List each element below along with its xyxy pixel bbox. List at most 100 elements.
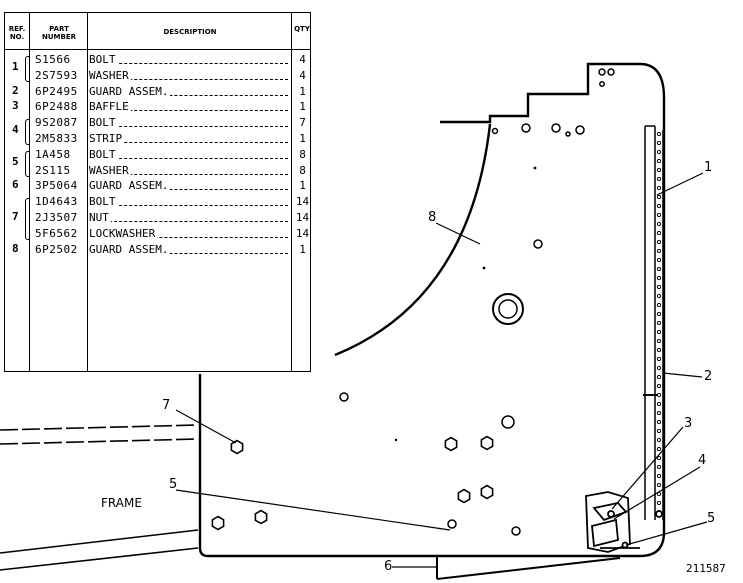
strip-hole [656, 176, 662, 182]
strip-hole [656, 356, 662, 362]
callout-7: 7 [162, 398, 171, 413]
strip-hole [656, 482, 662, 488]
description-text: GUARD ASSEM. [89, 84, 171, 98]
strip-hole [656, 257, 662, 263]
strip-hole [656, 167, 662, 173]
strip-hole [656, 392, 662, 398]
leader-dots [89, 110, 288, 112]
part-number: 2S115 [35, 163, 71, 177]
ref-number: 6 [12, 178, 19, 192]
ref-number: 1 [12, 59, 19, 73]
description-text: BOLT [89, 53, 118, 66]
frame-rails [0, 424, 199, 571]
part-number: 1A458 [35, 147, 71, 161]
part-number: 6P2488 [35, 100, 78, 114]
ref-number: 7 [12, 210, 19, 223]
part-description: BAFFLE [89, 100, 131, 114]
ref-number: 3 [12, 99, 19, 113]
part-number: 2M5833 [35, 132, 78, 145]
strip-hole [656, 473, 662, 479]
leader-dots [89, 221, 288, 222]
part-description: NUT [89, 211, 111, 224]
hex-bolt [444, 436, 458, 452]
strip-hole [656, 500, 662, 506]
part-description: GUARD ASSEM. [89, 242, 171, 256]
description-text: WASHER [89, 68, 131, 82]
small-marks [394, 166, 537, 442]
description-text: NUT [89, 211, 111, 224]
strip-hole [656, 185, 662, 191]
part-qty: 14 [295, 211, 310, 224]
group-bracket [25, 56, 30, 82]
leader-dots [89, 63, 288, 64]
part-description: GUARD ASSEM. [89, 179, 171, 193]
callout-6: 6 [384, 559, 393, 574]
leader-dots [89, 236, 288, 238]
part-description: WASHER [89, 68, 131, 82]
part-description: WASHER [89, 163, 131, 177]
strip-hole [656, 374, 662, 380]
leader-dots [89, 94, 288, 96]
part-number: 9S2087 [35, 116, 78, 130]
header-ref: REF. NO. [8, 25, 26, 41]
strip-hole [656, 302, 662, 308]
strip-hole [656, 401, 662, 407]
strip-hole [656, 410, 662, 416]
part-qty: 14 [295, 226, 310, 240]
group-bracket [25, 119, 30, 145]
part-qty: 4 [299, 68, 306, 82]
part-qty: 1 [299, 100, 306, 114]
strip-hole [656, 239, 662, 245]
ref-number: 5 [12, 154, 19, 168]
part-number: 2J3507 [35, 211, 78, 224]
strip-hole [656, 419, 662, 425]
group-bracket [25, 150, 30, 177]
part-number: 6P2502 [35, 242, 78, 256]
part-qty: 1 [299, 84, 306, 98]
strip-hole [656, 347, 662, 353]
strip-hole [656, 437, 662, 443]
strip-hole [656, 311, 662, 317]
description-text: BOLT [89, 116, 118, 130]
strip-hole [656, 455, 662, 461]
figure-number: 211587 [686, 562, 726, 575]
leader-dots [89, 157, 288, 159]
strip-hole [656, 338, 662, 344]
strip-hole [656, 329, 662, 335]
description-text: STRIP [89, 132, 125, 145]
table-row: 2J3507 NUT 14 [5, 211, 310, 227]
group-bracket [25, 198, 30, 240]
leader-lines [175, 172, 708, 568]
part-description: BOLT [89, 53, 118, 66]
part-qty: 1 [299, 242, 306, 256]
part-qty: 14 [295, 195, 310, 209]
table-divider [29, 13, 30, 371]
strip-hole [656, 320, 662, 326]
strip-hole [656, 293, 662, 299]
leader-dots [89, 126, 288, 128]
plate-holes [339, 68, 615, 536]
callout-4: 4 [698, 453, 707, 468]
strip-hole [656, 284, 662, 290]
part-number: 2S7593 [35, 68, 78, 82]
part-qty: 1 [299, 132, 306, 145]
hex-bolts [211, 435, 494, 531]
description-text: BAFFLE [89, 100, 131, 114]
strip-hole [656, 446, 662, 452]
description-text: LOCKWASHER [89, 226, 158, 240]
description-text: WASHER [89, 163, 131, 177]
strip-hole [656, 230, 662, 236]
strip-hole [656, 194, 662, 200]
part-qty: 4 [299, 53, 306, 66]
header-part-number: PART NUMBER [41, 25, 76, 41]
part-number: 1D4643 [35, 195, 78, 209]
header-qty: QTY [294, 25, 310, 33]
description-text: GUARD ASSEM. [89, 179, 171, 193]
ref-number: 4 [12, 123, 19, 137]
